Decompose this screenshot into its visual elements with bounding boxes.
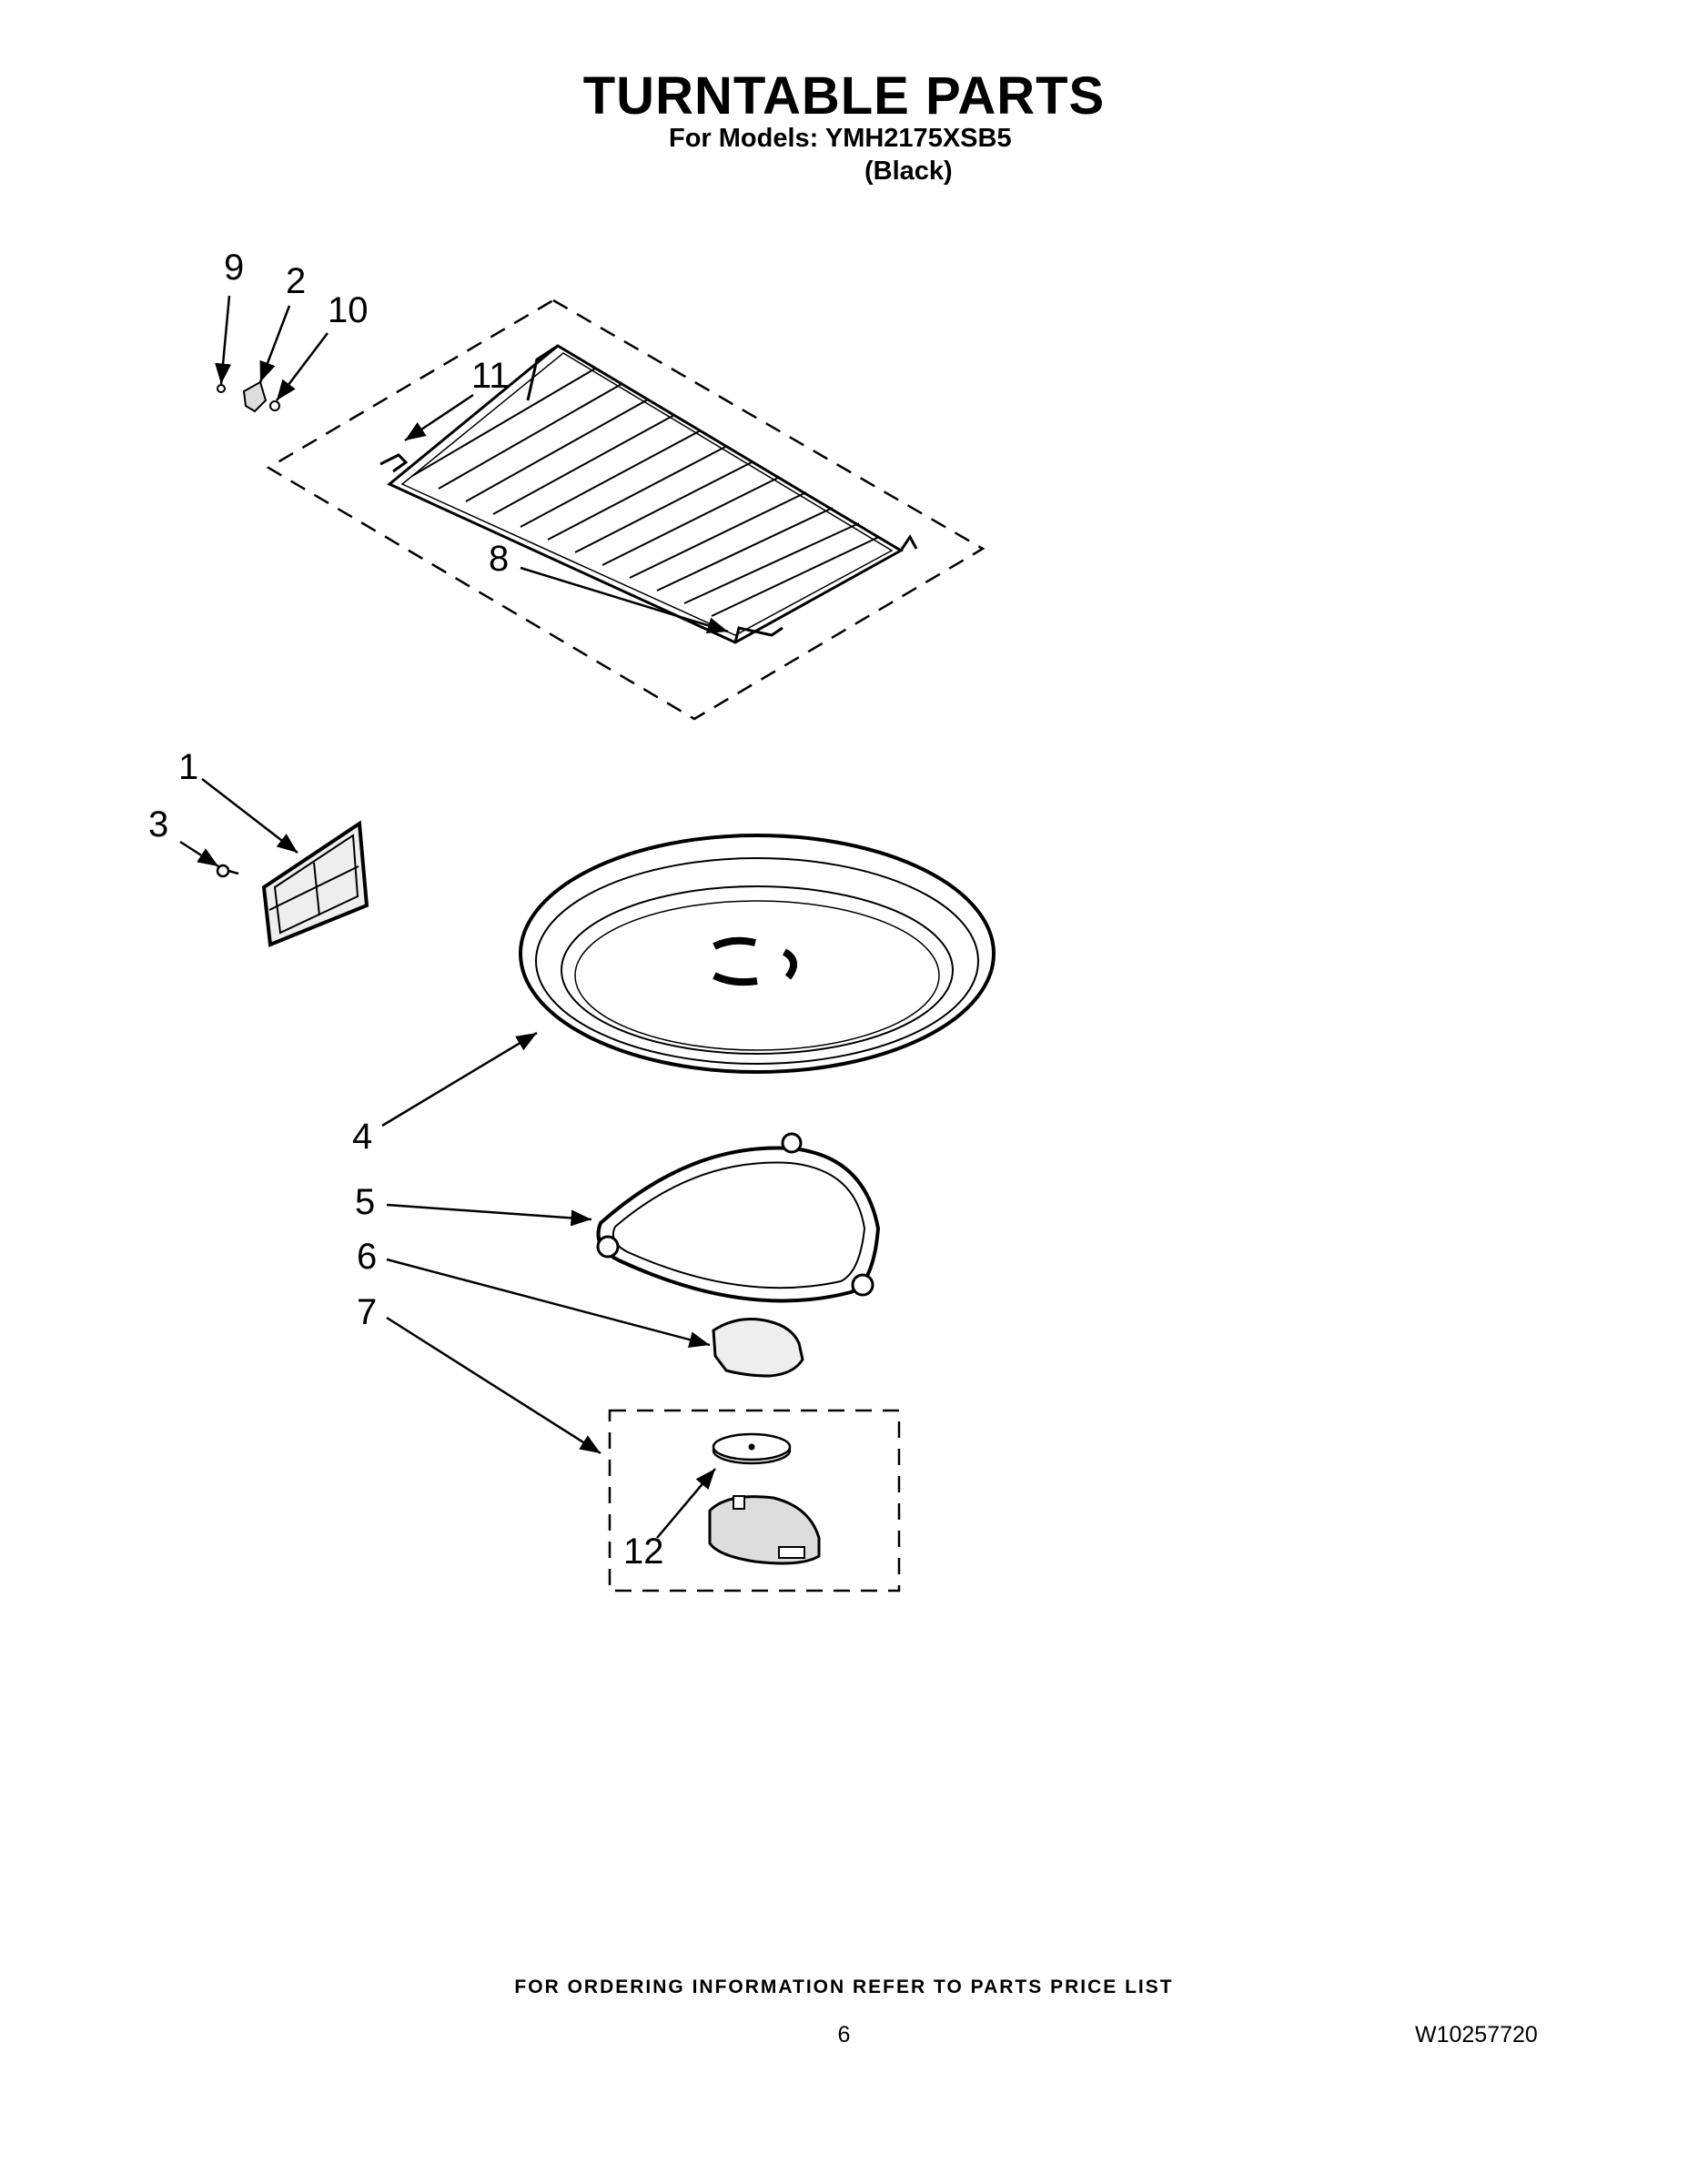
roller-ring-part-5 (596, 1132, 881, 1303)
screw-part-3 (216, 864, 239, 878)
callout-5: 5 (355, 1182, 375, 1222)
coupler-part-6 (712, 1318, 804, 1378)
callout-7: 7 (357, 1292, 377, 1332)
callout-2: 2 (286, 261, 306, 301)
callout-4: 4 (352, 1117, 372, 1157)
clip-part-11 (379, 453, 409, 473)
turntable-tray-part-4 (519, 834, 996, 1074)
filter-part-1 (261, 820, 369, 947)
wire-rack-part-8 (387, 344, 918, 644)
callout-10: 10 (328, 290, 369, 330)
callout-11: 11 (471, 356, 510, 396)
callout-1: 1 (178, 747, 198, 787)
page-number: 6 (837, 2022, 851, 2048)
model-variant: (Black) (864, 157, 953, 186)
ordering-note: FOR ORDERING INFORMATION REFER TO PARTS … (514, 1977, 1174, 1997)
screw-part-9 (217, 384, 226, 393)
callout-3: 3 (148, 804, 168, 844)
bracket-part-2 (242, 380, 268, 413)
callout-12: 12 (623, 1532, 664, 1572)
callout-8: 8 (489, 539, 509, 579)
motor-part-12 (708, 1432, 821, 1565)
document-number: W10257720 (1415, 2022, 1538, 2048)
callout-9: 9 (224, 248, 244, 288)
callout-6: 6 (357, 1237, 377, 1277)
models-line: For Models: YMH2175XSB5 (669, 124, 1012, 153)
page-title: TURNTABLE PARTS (582, 66, 1106, 126)
leader-lines (179, 295, 729, 1539)
motor-group-boundary (608, 1409, 901, 1592)
screw-part-10 (269, 400, 280, 411)
rack-group-boundary (266, 298, 986, 721)
